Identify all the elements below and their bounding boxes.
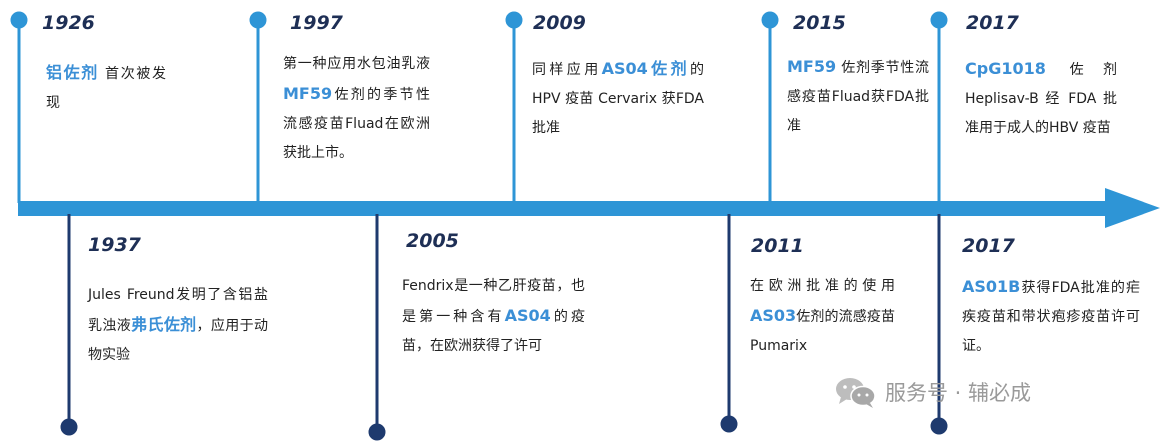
desc-text: Fendrix是一种乙肝疫苗，也是第一种含有 (402, 278, 585, 325)
bottom-dot-2017b (930, 417, 948, 435)
event-desc-2017-bottom: AS01B获得FDA批准的疟疾疫苗和带状疱疹疫苗许可证。 (962, 272, 1140, 361)
desc-text: 第一种应用水包油乳液 (283, 56, 430, 72)
highlight-term: CpG1018 (965, 59, 1046, 78)
highlight-term: 铝佐剂 (46, 63, 99, 82)
desc-text: 同样应用 (532, 62, 602, 78)
desc-text: 佐剂 Heplisav-B 经 FDA 批准用于成人的HBV 疫苗 (965, 62, 1117, 136)
bottom-dot-2005 (368, 423, 386, 441)
event-desc-1997: 第一种应用水包油乳液 MF59佐剂的季节性流感疫苗Fluad在欧洲获批上市。 (283, 50, 430, 168)
desc-text: 的疫苗，在欧洲获得了许可 (402, 309, 586, 354)
watermark: 服务号 · 辅必成 (835, 376, 1031, 408)
timeline-arrowhead (1105, 188, 1160, 228)
top-dot-1926 (10, 11, 28, 29)
highlight-term: AS03 (750, 306, 797, 325)
desc-text: 首次被发现 (46, 66, 166, 111)
desc-text: 佐剂的流感疫苗 Pumarix (750, 309, 895, 354)
event-desc-2009: 同样应用AS04佐剂的 HPV 疫苗 Cervarix 获FDA批准 (532, 54, 704, 143)
event-desc-2005: Fendrix是一种乙肝疫苗，也是第一种含有AS04的疫苗，在欧洲获得了许可 (402, 272, 585, 361)
desc-text: 的 HPV 疫苗 Cervarix 获FDA批准 (532, 62, 704, 136)
bottom-dot-2011 (720, 415, 738, 433)
top-dot-2009 (505, 11, 523, 29)
highlight-term: 弗氏佐剂 (131, 315, 197, 334)
highlight-term: AS01B (962, 277, 1021, 296)
event-year-2017-top: 2017 (966, 12, 1019, 34)
event-year-2009: 2009 (533, 12, 586, 34)
event-year-1997: 1997 (290, 12, 343, 34)
event-year-2017-bottom: 2017 (962, 235, 1015, 257)
wechat-icon (835, 376, 877, 408)
top-connectors (10, 11, 948, 203)
event-year-1926: 1926 (42, 12, 95, 34)
event-desc-2011: 在欧洲批准的使用 AS03佐剂的流感疫苗 Pumarix (750, 272, 895, 361)
highlight-term: MF59 (787, 57, 837, 76)
top-dot-2015 (761, 11, 779, 29)
highlight-term: AS04佐剂 (601, 59, 690, 78)
desc-text: ，应用于动物实验 (88, 318, 268, 363)
event-desc-2017-top: CpG1018 佐剂 Heplisav-B 经 FDA 批准用于成人的HBV 疫… (965, 54, 1117, 143)
desc-text: 佐剂季节性流感疫苗Fluad获FDA批准 (787, 60, 929, 134)
desc-text: Jules Freund发明了含铝盐乳浊液 (88, 287, 268, 334)
desc-text: 佐剂的季节性流感疫苗Fluad在欧洲获批上市。 (283, 87, 430, 161)
watermark-text: 服务号 · 辅必成 (885, 381, 1032, 405)
timeline-axis (18, 201, 1115, 216)
desc-text: 在欧洲批准的使用 (750, 278, 895, 294)
top-dot-1997 (249, 11, 267, 29)
event-desc-1937: Jules Freund发明了含铝盐乳浊液弗氏佐剂，应用于动物实验 (88, 281, 268, 370)
bottom-connectors (60, 214, 948, 441)
highlight-term: MF59 (283, 84, 333, 103)
event-year-2005: 2005 (406, 230, 459, 252)
highlight-term: AS04 (504, 306, 551, 325)
event-year-2015: 2015 (793, 12, 846, 34)
top-dot-2017a (930, 11, 948, 29)
event-year-1937: 1937 (88, 234, 141, 256)
event-desc-2015: MF59 佐剂季节性流感疫苗Fluad获FDA批准 (787, 52, 929, 141)
event-year-2011: 2011 (751, 235, 804, 257)
desc-text: 获得FDA批准的疟疾疫苗和带状疱疹疫苗许可证。 (962, 280, 1140, 354)
event-desc-1926: 铝佐剂 首次被发现 (46, 58, 166, 118)
bottom-dot-1937 (60, 418, 78, 436)
